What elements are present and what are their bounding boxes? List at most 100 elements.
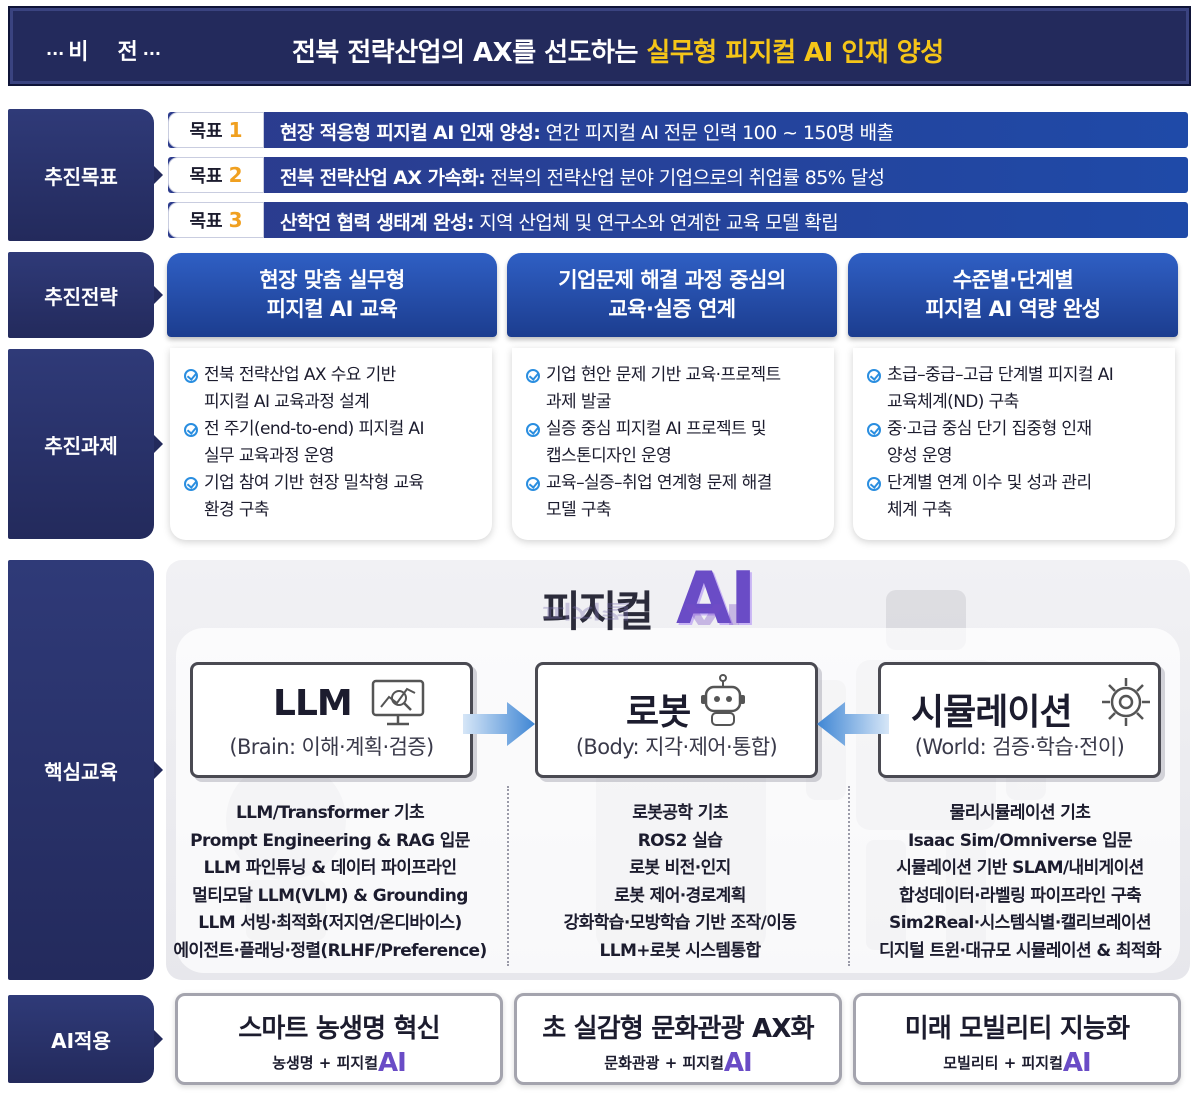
application-sub-text: 농생명 + 피지컬 [272,1054,379,1072]
row-label-strategy: 추진전략 [8,252,163,338]
strategy-2: 기업문제 해결 과정 중심의 교육·실증 연계 [507,253,837,337]
module-name: LLM [273,683,353,724]
check-circle-icon [867,416,887,443]
task-line: 모델 구축 [546,500,612,520]
application-subtitle: 문화관광 + 피지컬AI [517,1048,839,1078]
goal-tag-label: 목표 [189,166,223,187]
curriculum-item: LLM/Transformer 기초 [235,803,425,823]
goal-text-1: 현장 적응형 피지컬 AI 인재 양성: 연간 피지컬 AI 전문 인력 100… [280,118,894,145]
curriculum-item: LLM+로봇 시스템통합 [599,940,761,961]
vision-text-highlight: 실무형 피지컬 AI 인재 양성 [646,38,944,68]
arrow-right-icon [463,702,535,746]
row-label-core-text: 핵심교육 [44,759,118,784]
application-sub-text: 모빌리티 + 피지컬 [943,1054,1063,1072]
row-label-tasks: 추진과제 [8,349,163,539]
gear-icon [1102,678,1150,726]
application-title: 스마트 농생명 혁신 [238,1014,440,1044]
physical-ai-reflection-word: 피지컬 [542,599,630,622]
module-subtitle: (World: 검증·학습·전이) [914,735,1125,759]
strategy-line-2: 피지컬 AI 교육 [266,297,398,321]
check-circle-icon [184,470,204,497]
goal-tag-number: 1 [228,118,243,142]
curriculum-item: Isaac Sim/Omniverse 입문 [907,830,1133,851]
goal-desc: 지역 산업체 및 연구소와 연계한 교육 모델 확립 [473,212,839,234]
curriculum-item: 에이전트·플래닝·정렬(RLHF/Preference) [173,940,487,961]
check-circle-icon [526,416,546,443]
vision-dots-left: ··· [46,44,65,63]
monitor-analytics-icon [371,679,425,726]
robot-icon [701,674,745,726]
row-label-apply: AI적용 [8,995,163,1083]
core-module-llm: LLM (Brain: 이해·계획·검증) [190,662,473,778]
curriculum-item: 로봇 비전·인지 [629,858,731,878]
strategy-line-1: 현장 맞춤 실무형 [259,268,405,292]
goal-text-3: 산학연 협력 생태계 완성: 지역 산업체 및 연구소와 연계한 교육 모델 확… [280,208,839,235]
check-circle-icon [526,362,546,389]
core-module-simulation: 시뮬레이션 (World: 검증·학습·전이) [878,662,1161,778]
curriculum-item: 합성데이터·라벨링 파이프라인 구축 [898,885,1142,906]
curriculum-robot: 로봇공학 기초 ROS2 실습 로봇 비전·인지 로봇 제어·경로계획 강화학습… [510,800,850,965]
core-module-robot: 로봇 (Body: 지각·제어·통합) [535,662,818,778]
curriculum-item: Prompt Engineering & RAG 입문 [190,830,470,851]
check-circle-icon [867,470,887,497]
check-circle-icon [526,470,546,497]
row-label-goals-text: 추진목표 [44,164,118,189]
application-sub-text: 문화관광 + 피지컬 [604,1054,724,1072]
curriculum-llm: LLM/Transformer 기초 Prompt Engineering & … [160,800,500,965]
vision-text-plain: 전북 전략산업의 AX를 선도하는 [292,38,647,68]
application-subtitle: 농생명 + 피지컬AI [178,1048,500,1078]
module-name: 시뮬레이션 [911,692,1073,733]
task-line: 피지컬 AI 교육과정 설계 [204,392,370,412]
curriculum-item: 멀티모달 LLM(VLM) & Grounding [192,885,468,906]
module-name: 로봇 [626,692,691,733]
task-line: 실증 중심 피지컬 AI 프로젝트 및 [546,419,767,439]
column-divider [507,786,509,966]
curriculum-item: LLM 서빙·최적화(저지연/온디바이스) [198,913,462,933]
module-subtitle: (Brain: 이해·계획·검증) [229,735,434,759]
curriculum-item: Sim2Real·시스템식별·캘리브레이션 [889,913,1151,933]
curriculum-item: 물리시뮬레이션 기초 [949,803,1091,823]
goal-tag-number: 3 [228,208,243,232]
application-ai-mark: AI [1062,1048,1092,1078]
curriculum-item: 로봇 제어·경로계획 [614,885,746,906]
task-line: 기업 참여 기반 현장 밀착형 교육 [204,473,424,493]
curriculum-item: LLM 파인튜닝 & 데이터 파이프라인 [203,858,457,878]
task-line: 과제 발굴 [546,392,612,412]
task-line: 교육체계(ND) 구축 [887,392,1019,412]
row-label-core: 핵심교육 [8,560,163,980]
curriculum-item: 시뮬레이션 기반 SLAM/내비게이션 [896,858,1144,878]
row-label-tasks-text: 추진과제 [44,433,118,458]
goal-title: 전북 전략산업 AX 가속화: [280,167,486,189]
application-title: 미래 모빌리티 지능화 [904,1014,1130,1044]
task-line: 캡스톤디자인 운영 [546,446,672,466]
arrow-left-icon [817,702,889,746]
task-line: 양성 운영 [887,446,953,466]
task-line: 전 주기(end-to-end) 피지컬 AI [204,419,424,439]
row-label-apply-text: AI적용 [51,1028,111,1053]
strategy-line-1: 수준별·단계별 [952,268,1074,292]
goal-title: 현장 적응형 피지컬 AI 인재 양성: [280,122,541,144]
application-title: 초 실감형 문화관광 AX화 [542,1014,814,1044]
strategy-1: 현장 맞춤 실무형 피지컬 AI 교육 [167,253,497,337]
curriculum-item: 디지털 트윈·대규모 시뮬레이션 & 최적화 [879,940,1162,961]
vision-char-2: 전 [117,40,139,65]
task-line: 단계별 연계 이수 및 성과 관리 [887,473,1092,493]
check-circle-icon [867,362,887,389]
application-culture-tourism: 초 실감형 문화관광 AX화 문화관광 + 피지컬AI [514,993,842,1085]
physical-ai-title-ai: AI [676,556,757,640]
check-circle-icon [184,362,204,389]
task-line: 교육–실증–취업 연계형 문제 해결 [546,473,772,493]
application-subtitle: 모빌리티 + 피지컬AI [856,1048,1178,1078]
application-agri: 스마트 농생명 혁신 농생명 + 피지컬AI [175,993,503,1085]
